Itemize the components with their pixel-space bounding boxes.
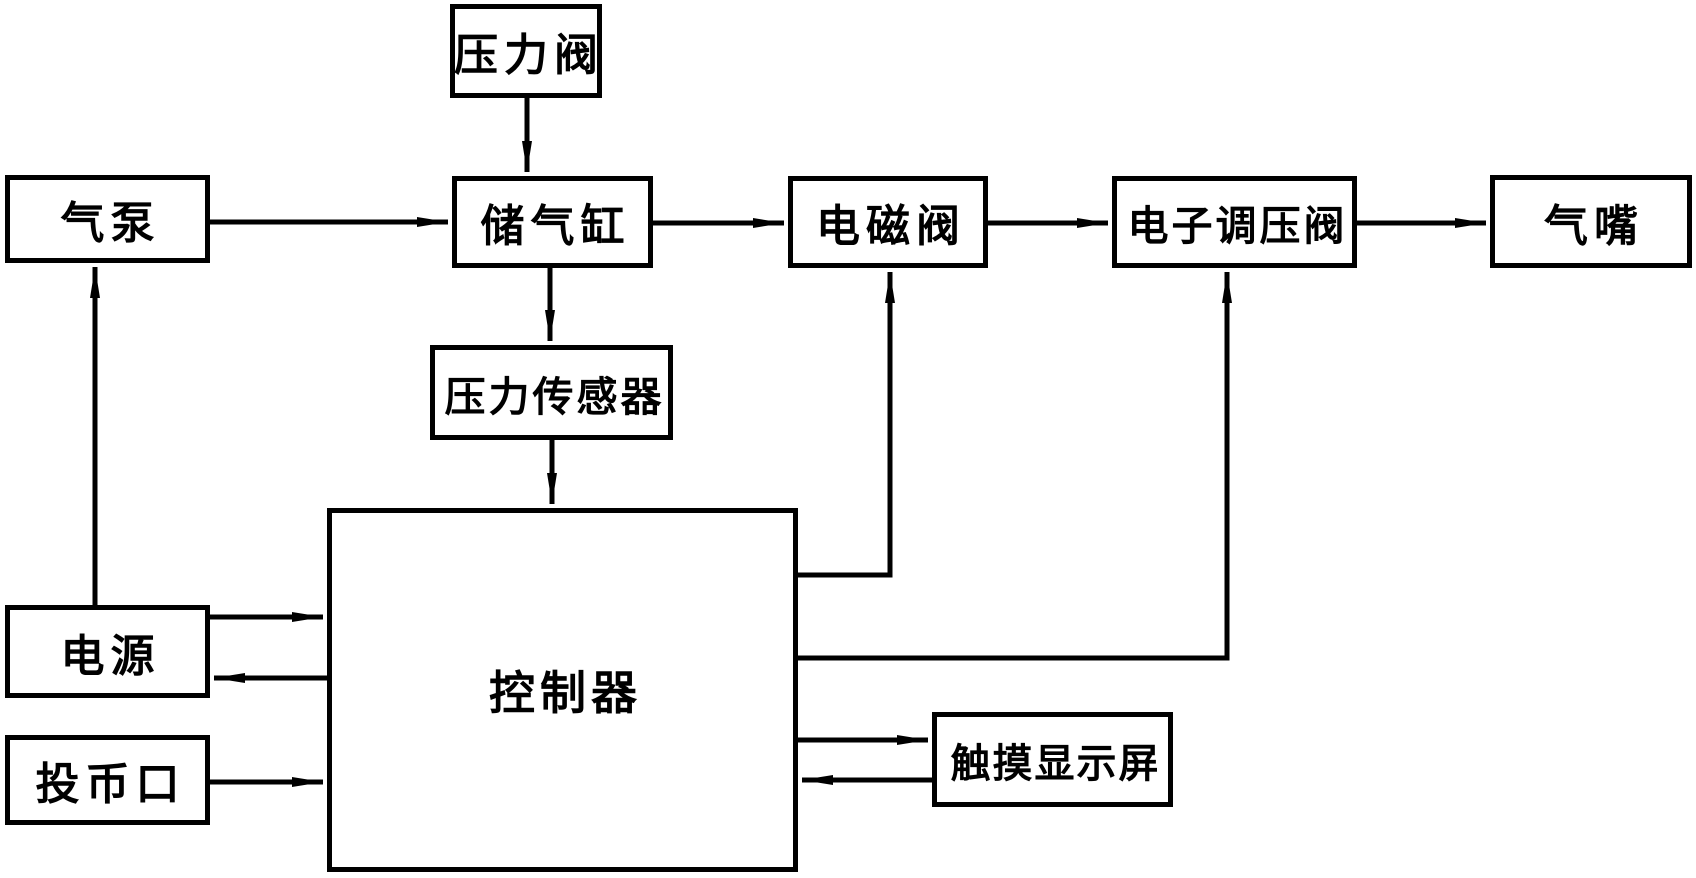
node-solenoid-valve-label: 电磁阀 [816, 202, 966, 251]
node-power-supply-label: 电源 [60, 631, 161, 681]
node-pressure-sensor-label: 压力传感器 [444, 373, 665, 420]
connector-controller-to-solenoid-valve [796, 272, 895, 578]
node-controller: 控制器 [327, 508, 798, 872]
node-air-nozzle: 气嘴 [1490, 175, 1692, 268]
node-air-pump-label: 气泵 [60, 199, 161, 248]
node-electronic-regulator-valve: 电子调压阀 [1112, 176, 1357, 268]
connector-controller-to-regulator [796, 272, 1232, 661]
node-touch-screen: 触摸显示屏 [932, 712, 1173, 807]
node-controller-label: 控制器 [489, 667, 642, 719]
node-pressure-valve: 压力阀 [450, 4, 602, 98]
node-coin-slot-label: 投币口 [35, 760, 186, 809]
node-electronic-regulator-valve-label: 电子调压阀 [1127, 203, 1348, 249]
node-coin-slot: 投币口 [5, 735, 210, 825]
node-air-tank-label: 储气缸 [480, 202, 631, 251]
node-air-nozzle-label: 气嘴 [1544, 201, 1644, 251]
node-power-supply: 电源 [5, 605, 210, 698]
node-pressure-sensor: 压力传感器 [430, 345, 673, 440]
node-air-pump: 气泵 [5, 175, 210, 263]
node-solenoid-valve: 电磁阀 [788, 176, 988, 268]
node-pressure-valve-label: 压力阀 [454, 31, 604, 80]
node-touch-screen-label: 触摸显示屏 [950, 741, 1161, 786]
node-air-tank: 储气缸 [452, 176, 653, 268]
